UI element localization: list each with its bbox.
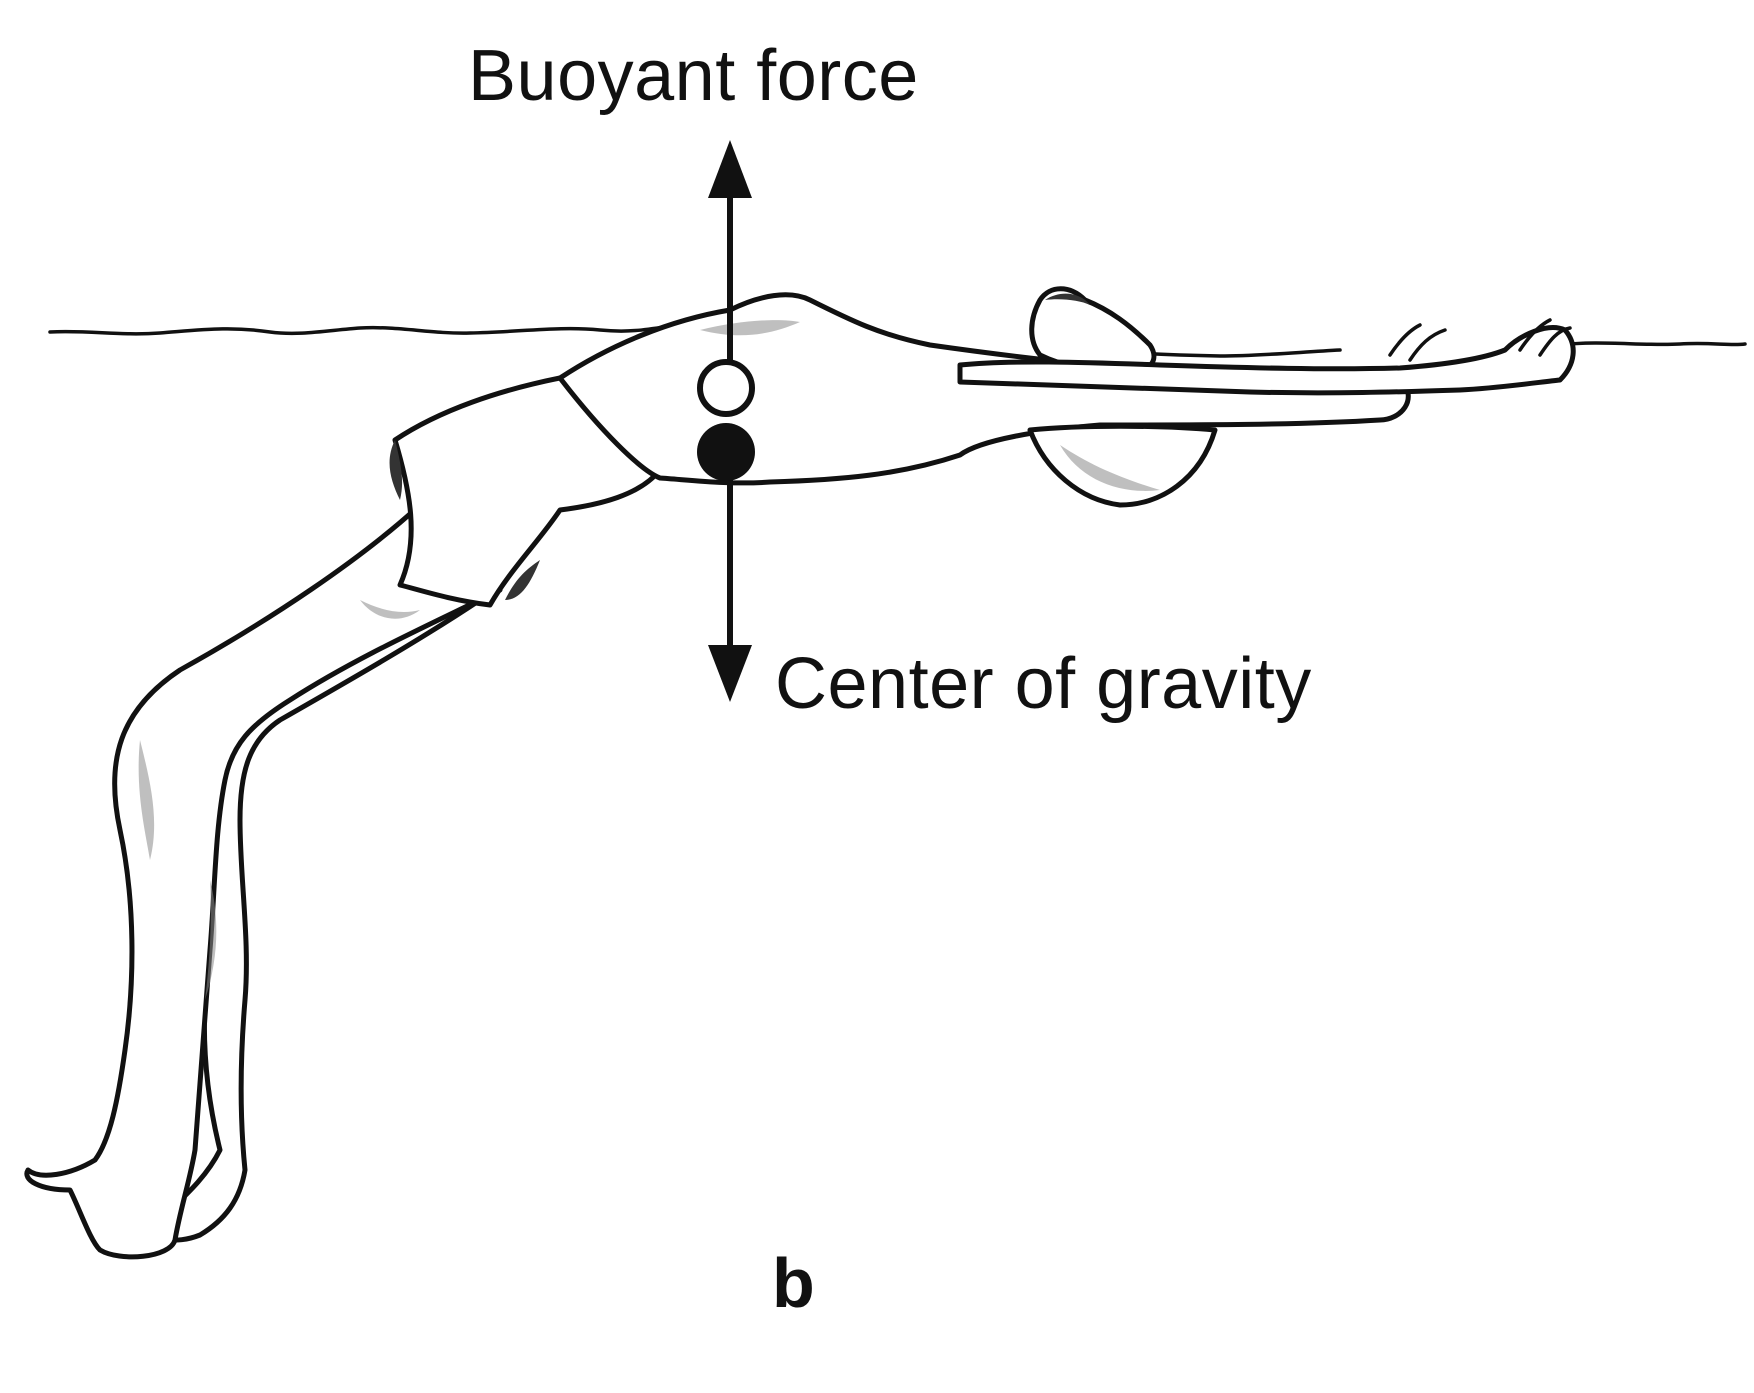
center-of-gravity-label: Center of gravity [775,644,1312,724]
buoyant-force-label: Buoyant force [468,36,919,116]
hands [1388,318,1572,362]
head-underwater-shading [1060,445,1160,491]
panel-label: b [772,1244,815,1322]
buoyant-force-arrowhead [708,140,752,198]
gravity-center-marker [697,423,755,481]
hair [1045,293,1090,305]
buoyancy-center-marker [697,359,755,417]
torso [557,292,1411,486]
left-leg [24,502,503,1260]
head-underwater [1027,423,1218,508]
trunks-shading [389,440,540,600]
swim-trunks [392,375,663,608]
gravity-arrowhead [708,645,752,702]
